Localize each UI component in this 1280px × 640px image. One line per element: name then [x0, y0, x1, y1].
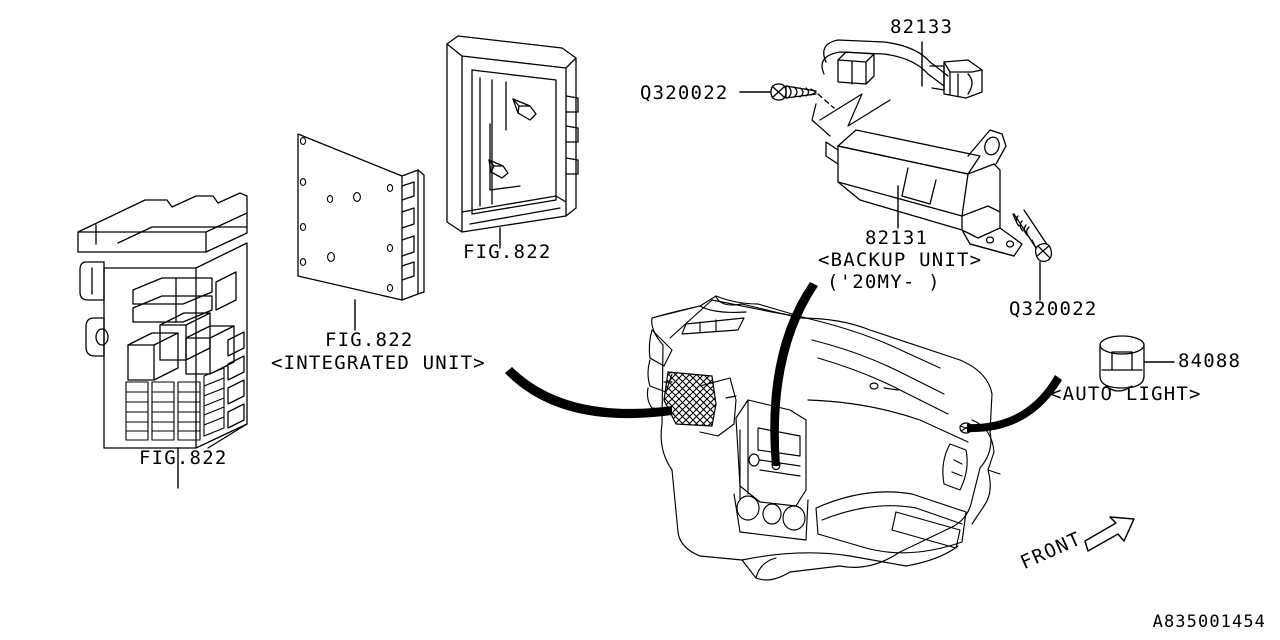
label-harness: 82133 — [890, 16, 954, 38]
label-integrated-unit-fig: FIG.822 — [325, 329, 414, 351]
part-instrument-panel-drawing — [646, 295, 1001, 581]
label-integrated-unit-name: <INTEGRATED UNIT> — [271, 352, 486, 374]
assembly-guide-lines — [811, 93, 891, 137]
label-screw-lower: Q320022 — [1009, 298, 1098, 320]
label-auto-light-number: 84088 — [1178, 350, 1242, 372]
front-arrow-icon — [1084, 516, 1135, 552]
part-unit-frame-drawing — [446, 35, 579, 249]
drawing-number: A835001454 — [1152, 612, 1266, 632]
label-fuse-box: FIG.822 — [139, 447, 228, 469]
label-backup-unit-model-year: ('20MY- ) — [827, 271, 941, 293]
callout-leader-curves — [505, 282, 1062, 466]
part-backup-unit-drawing — [825, 129, 1023, 257]
part-screw-lower-drawing — [1012, 209, 1053, 301]
label-auto-light-name: <AUTO LIGHT> — [1050, 383, 1202, 405]
label-backup-unit-number: 82131 — [865, 227, 929, 249]
part-screw-upper-drawing — [739, 83, 835, 109]
label-backup-unit-name: <BACKUP UNIT> — [818, 249, 983, 271]
part-harness-drawing — [821, 39, 983, 99]
part-auto-light-drawing — [1099, 335, 1175, 392]
label-screw-upper: Q320022 — [640, 82, 729, 104]
part-integrated-unit-drawing — [297, 133, 425, 331]
part-fuse-box-drawing — [77, 192, 248, 489]
label-unit-frame: FIG.822 — [463, 241, 552, 263]
